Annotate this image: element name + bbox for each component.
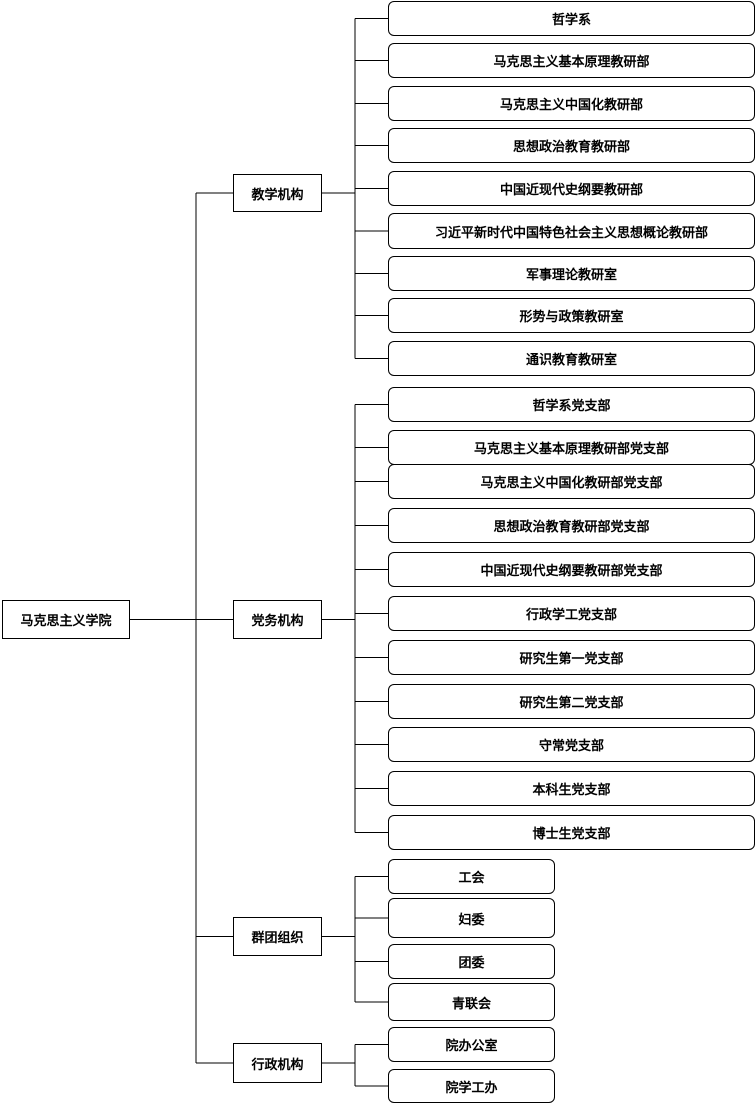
leaf-party-9: 本科生党支部 (388, 771, 755, 806)
leaf-admin-1: 院学工办 (388, 1069, 555, 1103)
leaf-teaching-6: 军事理论教研室 (388, 256, 755, 291)
leaf-admin-0: 院办公室 (388, 1027, 555, 1062)
leaf-party-7: 研究生第二党支部 (388, 684, 755, 719)
leaf-mass-3: 青联会 (388, 983, 555, 1021)
leaf-party-5: 行政学工党支部 (388, 596, 755, 631)
root-node: 马克思主义学院 (2, 600, 130, 639)
leaf-mass-1: 妇委 (388, 898, 555, 938)
leaf-teaching-0: 哲学系 (388, 1, 755, 36)
leaf-party-10: 博士生党支部 (388, 815, 755, 850)
leaf-mass-0: 工会 (388, 859, 555, 894)
group-node-admin: 行政机构 (233, 1043, 322, 1083)
leaf-party-8: 守常党支部 (388, 727, 755, 762)
leaf-teaching-1: 马克思主义基本原理教研部 (388, 43, 755, 78)
leaf-party-1: 马克思主义基本原理教研部党支部 (388, 430, 755, 465)
leaf-teaching-2: 马克思主义中国化教研部 (388, 86, 755, 121)
leaf-teaching-3: 思想政治教育教研部 (388, 128, 755, 163)
group-node-mass-orgs: 群团组织 (233, 917, 322, 956)
leaf-teaching-8: 通识教育教研室 (388, 341, 755, 376)
leaf-party-2: 马克思主义中国化教研部党支部 (388, 464, 755, 499)
leaf-teaching-7: 形势与政策教研室 (388, 298, 755, 333)
leaf-party-0: 哲学系党支部 (388, 387, 755, 422)
leaf-party-6: 研究生第一党支部 (388, 640, 755, 675)
group-node-teaching: 教学机构 (233, 174, 322, 212)
leaf-party-3: 思想政治教育教研部党支部 (388, 508, 755, 543)
leaf-mass-2: 团委 (388, 944, 555, 979)
leaf-teaching-4: 中国近现代史纲要教研部 (388, 171, 755, 206)
leaf-party-4: 中国近现代史纲要教研部党支部 (388, 552, 755, 587)
leaf-teaching-5: 习近平新时代中国特色社会主义思想概论教研部 (388, 213, 755, 249)
group-node-party: 党务机构 (233, 600, 322, 639)
